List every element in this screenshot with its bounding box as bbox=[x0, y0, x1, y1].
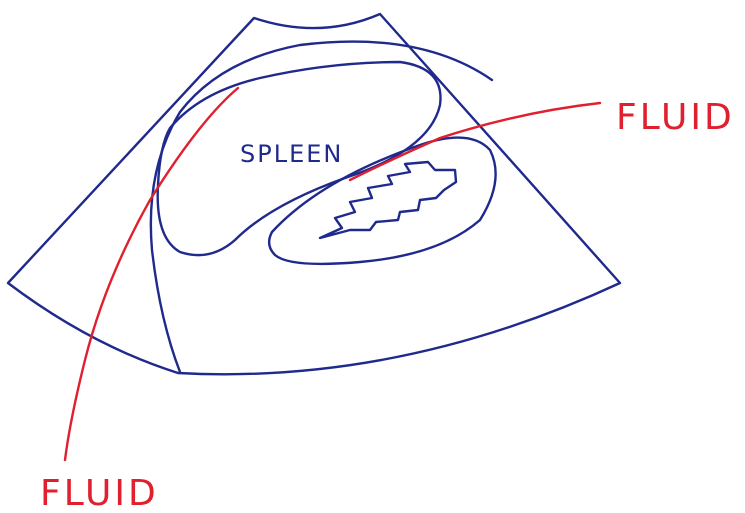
fluid-line-right bbox=[350, 103, 600, 180]
renal-sinus-squiggle bbox=[320, 162, 456, 238]
fluid-label-bottom: FLUID bbox=[40, 473, 159, 513]
spleen-label: SPLEEN bbox=[240, 140, 343, 168]
fluid-label-right: FLUID bbox=[616, 97, 735, 138]
fluid-line-left bbox=[65, 88, 238, 460]
